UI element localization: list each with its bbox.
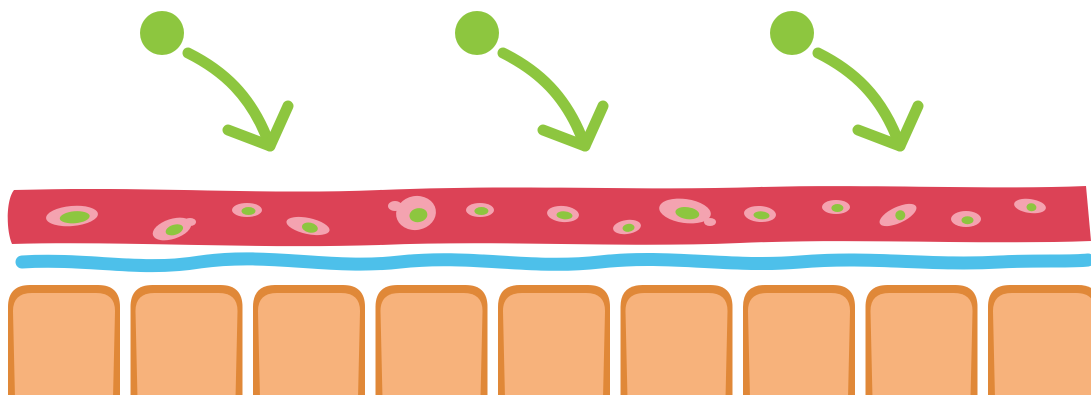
curved-arrow-down-icon (503, 53, 603, 146)
mucus-cell (232, 203, 262, 217)
mucus-cell (184, 218, 196, 226)
mucus-cell (388, 201, 402, 211)
epithelial-cell (131, 285, 243, 395)
mucus-cell (822, 200, 850, 214)
green-particle-icon (140, 11, 184, 55)
particles-group (140, 11, 918, 146)
epithelial-cell (621, 285, 733, 395)
cell-nucleus (474, 207, 488, 215)
curved-arrow-down-icon (818, 53, 918, 146)
epithelial-cell (743, 285, 855, 395)
epithelial-cell (8, 285, 120, 395)
cell-nucleus (962, 216, 974, 224)
curved-arrow-down-icon (188, 53, 288, 146)
cell-nucleus (242, 207, 256, 215)
cell-nucleus (831, 204, 843, 212)
particle-with-arrow (770, 11, 918, 146)
particle-with-arrow (455, 11, 603, 146)
mucus-cell (704, 218, 716, 226)
epithelial-cell (253, 285, 365, 395)
green-particle-icon (455, 11, 499, 55)
mucus-cell (951, 211, 981, 227)
membrane-line (22, 259, 1088, 266)
particle-with-arrow (140, 11, 288, 146)
epithelium-layer (8, 285, 1091, 395)
epithelial-cell (376, 285, 488, 395)
basement-membrane (22, 259, 1088, 266)
epithelial-cell (498, 285, 610, 395)
epithelial-cell (866, 285, 978, 395)
mucus-cell (466, 203, 494, 217)
green-particle-icon (770, 11, 814, 55)
epithelial-cell (988, 285, 1091, 395)
